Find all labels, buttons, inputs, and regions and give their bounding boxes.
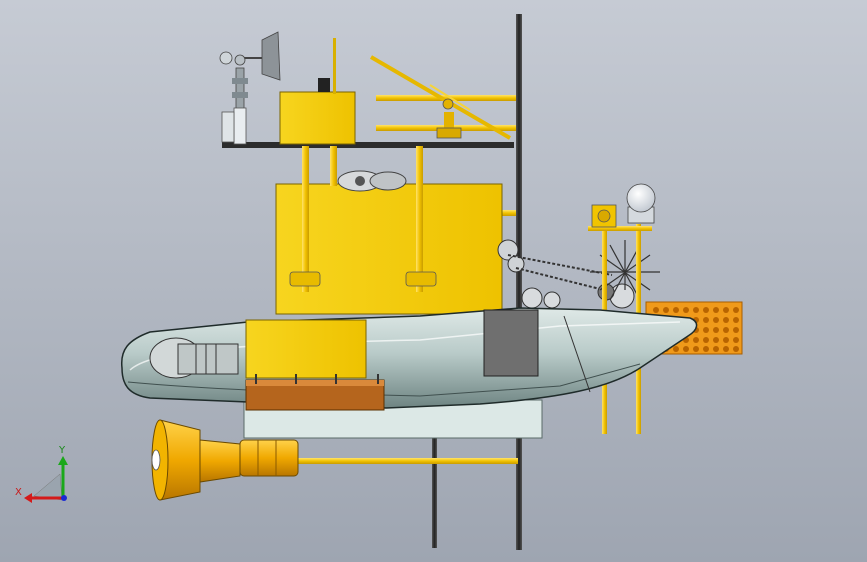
control-cabinet	[483, 309, 539, 377]
lower-rail	[298, 458, 518, 464]
rear-support-pole	[432, 436, 437, 548]
battery-box	[245, 319, 367, 379]
post-clamp-right	[405, 271, 437, 287]
main-mast-pole	[516, 14, 522, 550]
diagonal-boom	[369, 55, 512, 140]
radar-dome	[626, 183, 656, 224]
spiked-wheel	[590, 240, 660, 301]
wind-sensor	[219, 31, 281, 145]
post-clamp-left	[289, 271, 321, 287]
jet-nozzle	[149, 337, 239, 379]
top-control-box	[279, 91, 356, 145]
vertical-post-mid	[330, 146, 337, 186]
thruster-motor	[151, 419, 299, 501]
x-axis-label: X	[15, 487, 22, 498]
winch-drum	[337, 170, 407, 192]
top-box-connector	[318, 78, 330, 92]
y-axis-label: Y	[58, 445, 66, 456]
vertical-post-right	[416, 146, 423, 292]
main-equipment-box	[275, 183, 503, 315]
triad-icon	[33, 473, 63, 501]
coordinate-triad: X Y	[15, 445, 68, 503]
vertical-post-left	[302, 146, 309, 292]
mounting-plate	[245, 374, 385, 411]
antenna-rod	[333, 38, 336, 94]
sensor-crossbar	[588, 226, 652, 231]
upper-platform	[222, 142, 514, 148]
upper-rail-1	[376, 95, 516, 101]
boom-bracket	[436, 98, 462, 139]
